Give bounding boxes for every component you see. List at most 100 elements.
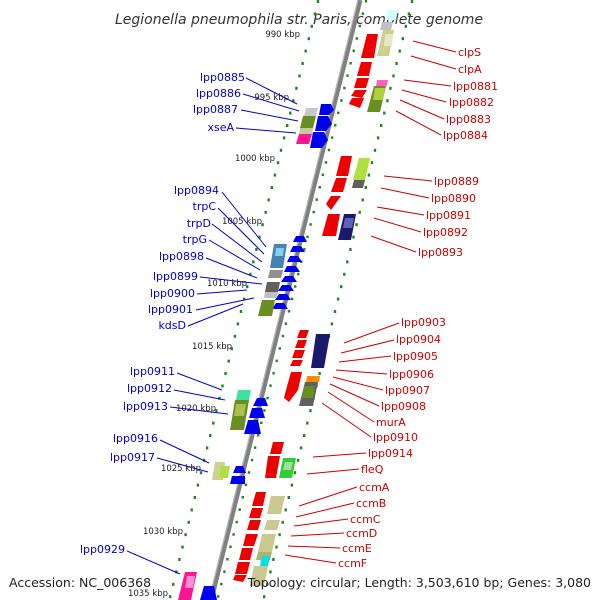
gene-arrow[interactable] <box>349 98 364 108</box>
feature-box[interactable] <box>258 534 276 552</box>
gene-arrow[interactable] <box>249 508 263 518</box>
gene-label[interactable]: trpC <box>193 200 217 213</box>
feature-box[interactable] <box>236 390 251 400</box>
gene-label[interactable]: lpp0911 <box>130 365 175 378</box>
gene-arrow[interactable] <box>293 236 307 242</box>
gene-label[interactable]: murA <box>376 416 406 429</box>
gene-arrow[interactable] <box>295 340 307 348</box>
feature-box[interactable] <box>264 292 278 298</box>
gene-label[interactable]: lpp0889 <box>434 175 479 188</box>
gene-arrow[interactable] <box>284 390 298 402</box>
gene-label[interactable]: lpp0890 <box>431 192 476 205</box>
feature-box[interactable] <box>265 282 280 292</box>
gene-label[interactable]: lpp0892 <box>423 226 468 239</box>
gene-label[interactable]: lpp0883 <box>446 113 491 126</box>
gene-label[interactable]: lpp0901 <box>148 303 193 316</box>
gene-label[interactable]: lpp0887 <box>193 103 238 116</box>
gene-label[interactable]: lpp0898 <box>159 250 204 263</box>
gene-label[interactable]: lpp0884 <box>443 129 488 142</box>
feature-box[interactable] <box>234 404 246 416</box>
gene-arrow[interactable] <box>243 534 258 546</box>
feature-box[interactable] <box>300 116 316 128</box>
gene-arrow[interactable] <box>297 330 309 338</box>
gene-arrow[interactable] <box>292 350 305 358</box>
feature-box[interactable] <box>311 334 330 368</box>
gene-label[interactable]: lpp0913 <box>123 400 168 413</box>
gene-label[interactable]: lpp0907 <box>385 384 430 397</box>
gene-arrow[interactable] <box>319 104 334 115</box>
gene-arrow[interactable] <box>354 78 369 88</box>
feature-box[interactable] <box>185 576 195 588</box>
feature-box[interactable] <box>264 520 280 530</box>
gene-label[interactable]: lpp0903 <box>401 316 446 329</box>
feature-box[interactable] <box>299 128 313 134</box>
gene-label[interactable]: lpp0904 <box>396 333 441 346</box>
gene-arrow[interactable] <box>281 276 297 282</box>
gene-arrow[interactable] <box>361 34 378 58</box>
gene-label[interactable]: ccmE <box>342 542 372 555</box>
gene-label[interactable]: lpp0899 <box>153 270 198 283</box>
gene-arrow[interactable] <box>247 520 261 530</box>
gene-arrow[interactable] <box>200 586 217 600</box>
gene-arrow[interactable] <box>233 466 246 473</box>
gene-label[interactable]: clpA <box>458 63 482 76</box>
gene-label[interactable]: ccmF <box>338 557 367 570</box>
gene-label[interactable]: lpp0882 <box>449 96 494 109</box>
gene-label[interactable]: fleQ <box>361 463 384 476</box>
gene-label[interactable]: lpp0908 <box>381 400 426 413</box>
gene-arrow[interactable] <box>290 360 303 366</box>
gene-label[interactable]: lpp0881 <box>453 80 498 93</box>
gene-arrow[interactable] <box>326 196 341 210</box>
gene-arrow[interactable] <box>336 156 352 176</box>
gene-label[interactable]: lpp0912 <box>127 382 172 395</box>
feature-box[interactable] <box>302 386 315 398</box>
gene-arrow[interactable] <box>310 132 328 148</box>
gene-arrow[interactable] <box>357 62 372 76</box>
gene-label[interactable]: clpS <box>458 46 481 59</box>
gene-label[interactable]: lpp0916 <box>113 432 158 445</box>
gene-arrow[interactable] <box>235 562 250 574</box>
gene-label[interactable]: lpp0900 <box>150 287 195 300</box>
gene-label[interactable]: ccmD <box>346 527 377 540</box>
feature-box[interactable] <box>384 34 393 46</box>
feature-box[interactable] <box>258 300 275 316</box>
gene-label[interactable]: kdsD <box>158 319 186 332</box>
gene-arrow[interactable] <box>290 246 305 252</box>
gene-arrow[interactable] <box>230 476 245 484</box>
feature-box[interactable] <box>296 134 312 144</box>
gene-label[interactable]: lpp0910 <box>373 431 418 444</box>
feature-box[interactable] <box>386 10 398 20</box>
feature-box[interactable] <box>353 158 370 180</box>
gene-label[interactable]: ccmC <box>350 513 381 526</box>
feature-box[interactable] <box>260 556 270 566</box>
gene-label[interactable]: lpp0906 <box>389 368 434 381</box>
gene-arrow[interactable] <box>351 90 367 98</box>
gene-label[interactable]: lpp0917 <box>110 451 155 464</box>
gene-label[interactable]: lpp0894 <box>174 184 219 197</box>
feature-box[interactable] <box>376 80 388 86</box>
gene-arrow[interactable] <box>275 294 291 300</box>
gene-label[interactable]: lpp0886 <box>196 87 241 100</box>
gene-label[interactable]: lpp0885 <box>200 71 245 84</box>
gene-label[interactable]: lpp0905 <box>393 350 438 363</box>
gene-arrow[interactable] <box>284 266 300 272</box>
gene-arrow[interactable] <box>265 456 280 478</box>
gene-arrow[interactable] <box>252 492 266 506</box>
gene-arrow[interactable] <box>244 420 261 434</box>
feature-box[interactable] <box>219 466 230 478</box>
gene-label[interactable]: lpp0893 <box>418 246 463 259</box>
gene-arrow[interactable] <box>315 116 332 131</box>
feature-box[interactable] <box>380 22 393 30</box>
feature-box[interactable] <box>275 248 284 256</box>
feature-box[interactable] <box>343 218 354 228</box>
gene-label[interactable]: lpp0914 <box>368 447 413 460</box>
feature-box[interactable] <box>373 88 385 100</box>
feature-box[interactable] <box>267 496 285 514</box>
gene-label[interactable]: ccmA <box>359 481 390 494</box>
gene-label[interactable]: lpp0929 <box>80 543 125 556</box>
feature-box[interactable] <box>250 566 268 586</box>
gene-arrow[interactable] <box>322 214 340 236</box>
gene-label[interactable]: ccmB <box>356 497 386 510</box>
gene-arrow[interactable] <box>272 303 288 309</box>
gene-label[interactable]: xseA <box>207 121 234 134</box>
